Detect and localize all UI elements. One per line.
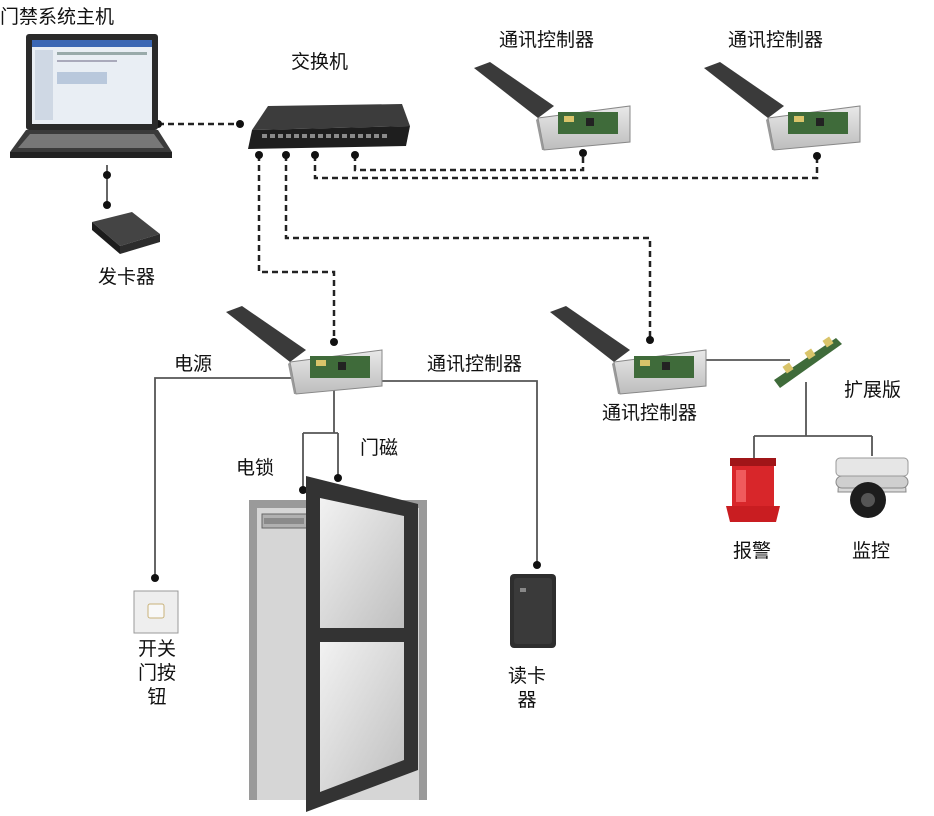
label-host: 门禁系统主机 [0,6,115,28]
network-links [158,122,819,342]
label-exit-button-line1: 开关 [137,638,176,660]
switch-icon [248,104,410,149]
controller-right-icon [550,306,707,395]
card-issuer-icon [92,212,160,254]
label-exit-button-line3: 钮 [147,686,167,708]
expansion-board-icon [774,336,842,388]
laptop-icon [10,34,172,158]
link-switch-right-ctrl [284,155,652,340]
wire-power-button [154,377,300,578]
controller-top1-icon [474,62,631,151]
label-controller-top2: 通讯控制器 [728,29,824,51]
exit-button-icon [133,590,179,634]
wire-expansion-devices [753,382,873,458]
door-icon [249,476,427,812]
label-switch: 交换机 [291,51,349,73]
label-controller-right: 通讯控制器 [602,402,698,424]
controller-top2-icon [704,62,861,151]
label-power: 电源 [174,353,213,375]
label-card-issuer: 发卡器 [98,266,156,288]
label-card-reader-line1: 读卡 [507,665,546,687]
label-door-magnet: 门磁 [360,437,399,459]
alarm-icon [726,458,780,522]
label-alarm: 报警 [733,540,772,562]
label-exit-button: 开关 门按 钮 [134,637,180,709]
wire-ctrl-reader [380,380,538,565]
label-card-reader-line2: 器 [517,689,537,711]
label-electric-lock: 电锁 [236,457,275,479]
label-controller-center: 通讯控制器 [427,353,523,375]
label-expansion-board: 扩展版 [844,379,902,401]
label-monitor: 监控 [852,540,891,562]
card-reader-icon [510,574,556,648]
wiring [106,165,873,578]
label-card-reader: 读卡 器 [504,664,550,712]
controller-center-icon [226,306,383,395]
link-switch-top-ctrl1 [353,153,585,172]
link-switch-center-ctrl [257,155,336,342]
camera-icon [835,457,909,518]
label-exit-button-line2: 门按 [137,662,176,684]
wire-door-split [302,432,339,490]
label-controller-top1: 通讯控制器 [499,29,595,51]
link-switch-top-ctrls [313,155,819,180]
